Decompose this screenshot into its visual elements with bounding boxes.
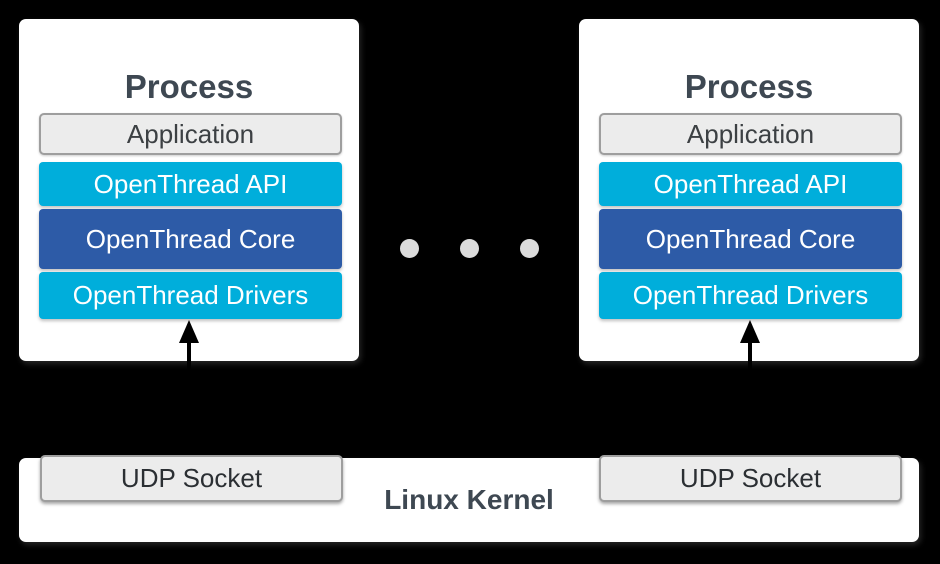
- openthread-drivers-layer: OpenThread Drivers: [39, 272, 342, 319]
- udp-socket-box-right: UDP Socket: [599, 455, 902, 502]
- arrow-head: [740, 320, 760, 343]
- openthread-drivers-layer: OpenThread Drivers: [599, 272, 902, 319]
- application-box: Application: [39, 113, 342, 155]
- linux-kernel-label: Linux Kernel: [384, 484, 554, 515]
- arrow-line: [187, 343, 191, 453]
- up-arrow-icon: [179, 320, 199, 453]
- udp-socket-box-left: UDP Socket: [40, 455, 343, 502]
- process-card-left: Process Application OpenThread API OpenT…: [19, 19, 359, 361]
- arrow-line: [748, 343, 752, 453]
- arrow-head: [179, 320, 199, 343]
- process-card-right: Process Application OpenThread API OpenT…: [579, 19, 919, 361]
- up-arrow-icon: [740, 320, 760, 453]
- openthread-core-layer: OpenThread Core: [39, 209, 342, 269]
- process-title: Process: [124, 68, 254, 105]
- openthread-core-layer: OpenThread Core: [599, 209, 902, 269]
- ellipsis-dot: [400, 239, 419, 258]
- openthread-api-layer: OpenThread API: [599, 162, 902, 206]
- openthread-api-layer: OpenThread API: [39, 162, 342, 206]
- application-box: Application: [599, 113, 902, 155]
- ellipsis-dot: [460, 239, 479, 258]
- ellipsis-dot: [520, 239, 539, 258]
- process-title: Process: [684, 68, 814, 105]
